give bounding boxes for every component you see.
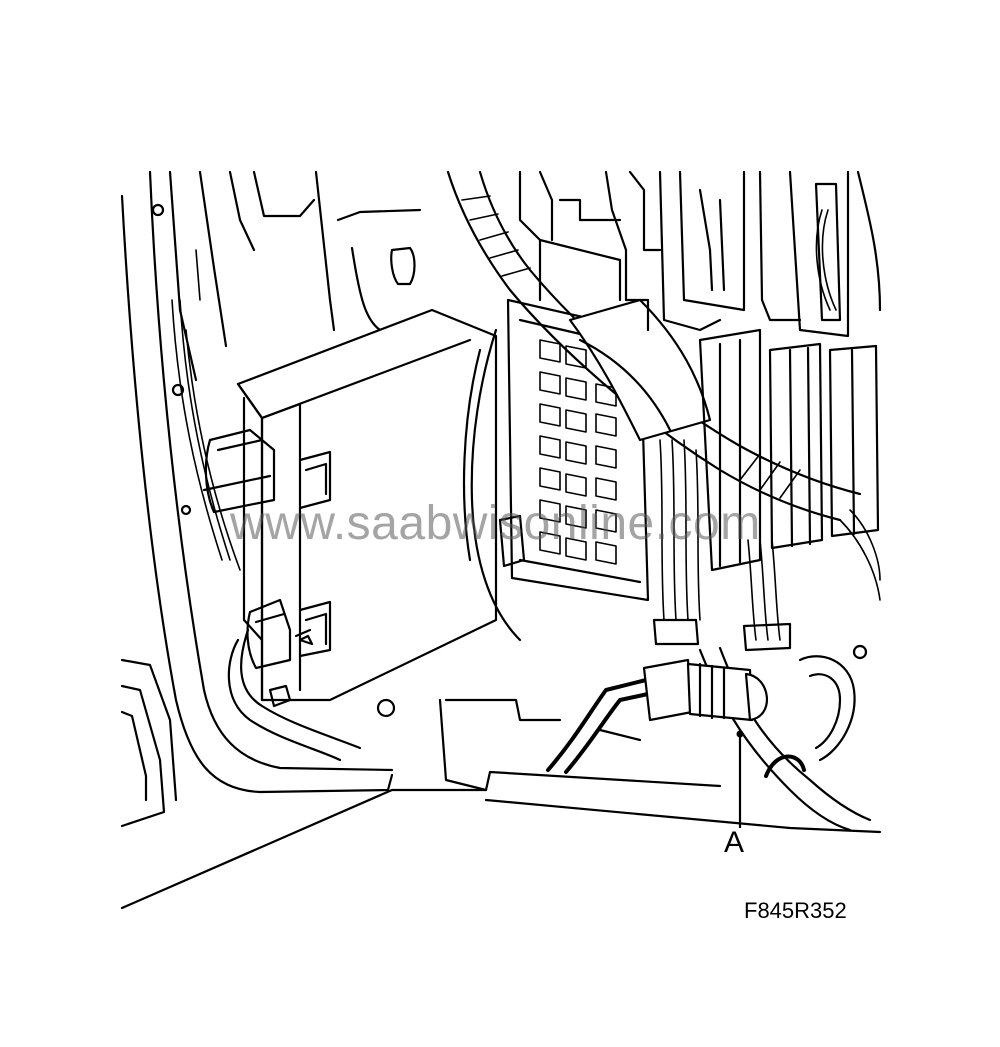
connectors-upper-right bbox=[518, 170, 882, 572]
callout-label-a: A bbox=[724, 826, 745, 859]
harness-left bbox=[171, 249, 362, 762]
lower-bracket bbox=[376, 644, 868, 792]
figure-code: F845R352 bbox=[744, 898, 847, 923]
watermark-text: www.saabwisonline.com bbox=[230, 497, 761, 550]
control-module bbox=[202, 308, 498, 708]
body-panel-left bbox=[120, 170, 882, 910]
upper-harness bbox=[446, 170, 862, 522]
callout-a-dot bbox=[736, 730, 744, 738]
in-line-connector bbox=[546, 655, 856, 778]
fuse-slots bbox=[539, 339, 617, 565]
